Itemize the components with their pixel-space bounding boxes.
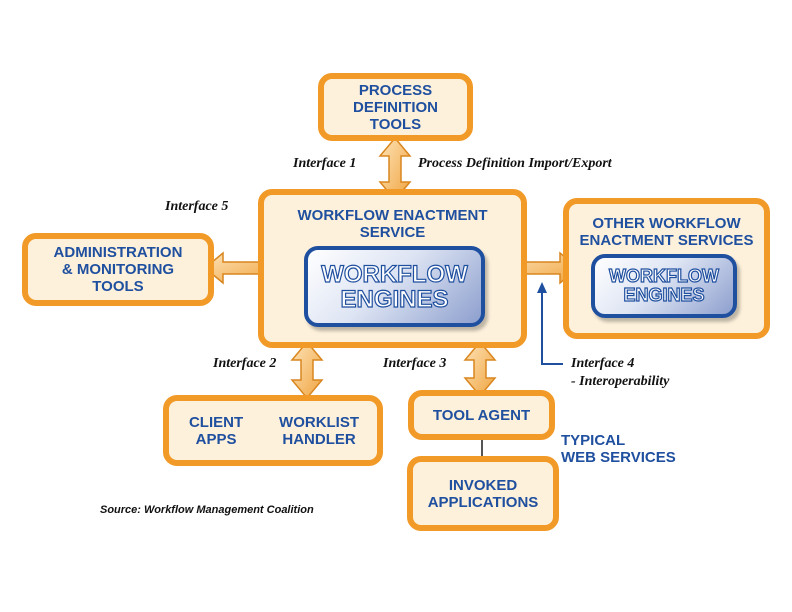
other-workflow-engines-label: WORKFLOW ENGINES	[608, 266, 719, 305]
interface4-pointer-head	[537, 282, 547, 293]
process-definition-tools-box: PROCESS DEFINITION TOOLS	[318, 73, 473, 141]
interface1-label: Interface 1	[293, 156, 357, 171]
administration-monitoring-tools-box: ADMINISTRATION & MONITORING TOOLS	[22, 233, 214, 306]
interface4-pointer	[541, 290, 563, 365]
client-apps-label: CLIENT APPS	[188, 413, 244, 448]
interface3-label: Interface 3	[383, 356, 447, 371]
workflow-enactment-service-label: WORKFLOW ENACTMENT SERVICE	[297, 207, 488, 241]
workflow-engines-box: WORKFLOW ENGINES	[304, 246, 485, 327]
interface5-label: Interface 5	[165, 199, 229, 214]
client-worklist-box: CLIENT APPS WORKLIST HANDLER	[163, 395, 383, 466]
interface3-arrow	[463, 340, 497, 398]
invoked-applications-box: INVOKED APPLICATIONS	[407, 456, 559, 531]
process-definition-import-export-label: Process Definition Import/Export	[418, 156, 612, 171]
worklist-handler-label: WORKLIST HANDLER	[279, 413, 360, 448]
typical-web-services-label: TYPICAL WEB SERVICES	[561, 432, 676, 466]
tool-agent-label: TOOL AGENT	[432, 406, 531, 424]
source-label: Source: Workflow Management Coalition	[100, 504, 314, 516]
workflow-engines-label: WORKFLOW ENGINES	[321, 260, 469, 313]
other-workflow-engines-box: WORKFLOW ENGINES	[591, 254, 737, 318]
invoked-applications-label: INVOKED APPLICATIONS	[427, 476, 539, 511]
administration-monitoring-tools-label: ADMINISTRATION & MONITORING TOOLS	[53, 244, 183, 295]
other-workflow-enactment-services-label: OTHER WORKFLOW ENACTMENT SERVICES	[579, 215, 754, 249]
interface2-label: Interface 2	[213, 356, 277, 371]
interface4-label: Interface 4	[571, 356, 635, 371]
process-definition-tools-label: PROCESS DEFINITION TOOLS	[353, 81, 438, 133]
tool-agent-box: TOOL AGENT	[408, 390, 555, 440]
interface2-arrow	[290, 340, 324, 400]
interoperability-label: - Interoperability	[571, 374, 670, 389]
